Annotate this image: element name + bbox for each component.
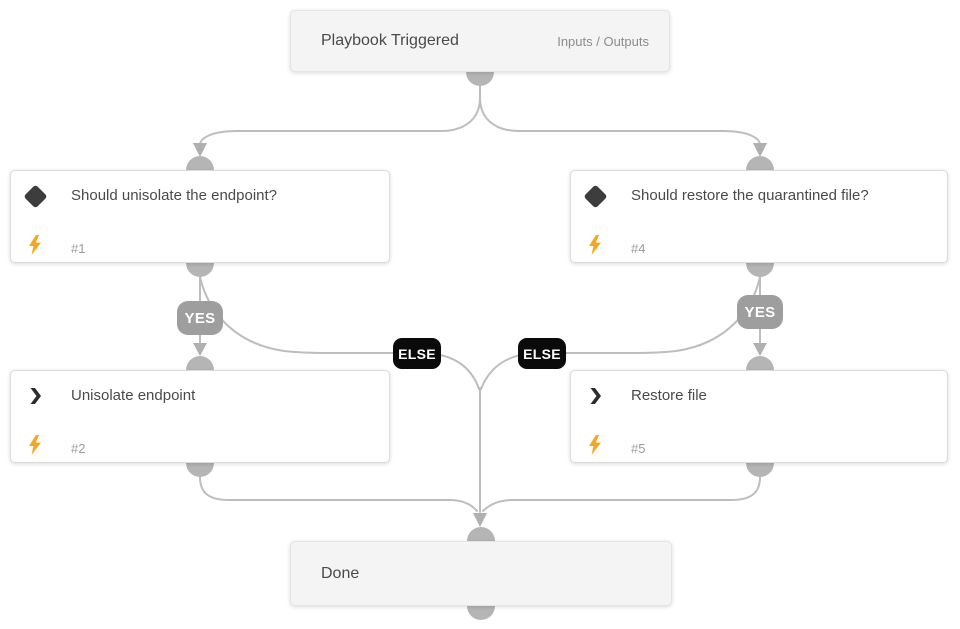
inputs-outputs-label[interactable]: Inputs / Outputs bbox=[557, 33, 649, 49]
done-node[interactable]: Done bbox=[290, 541, 672, 606]
edge-action-right-to-done[interactable] bbox=[482, 476, 761, 512]
node-title: Should unisolate the endpoint? bbox=[71, 187, 278, 204]
ports bbox=[186, 58, 774, 620]
arrowhead-down-icon bbox=[193, 143, 207, 157]
action-ref-row: #5 bbox=[583, 433, 645, 457]
node-title: Restore file bbox=[631, 387, 707, 404]
node-ref: #5 bbox=[631, 441, 646, 456]
arrowheads bbox=[193, 143, 767, 527]
node-ref: #2 bbox=[71, 441, 86, 456]
done-title: Done bbox=[321, 564, 360, 582]
else-badge-right[interactable]: ELSE bbox=[518, 338, 566, 369]
node-title: Should restore the quarantined file? bbox=[631, 187, 869, 204]
arrowhead-down-icon bbox=[473, 513, 487, 527]
action-node-restore[interactable]: Restore file #5 bbox=[570, 370, 948, 463]
trigger-title: Playbook Triggered bbox=[321, 32, 459, 49]
lightning-bolt-icon bbox=[23, 435, 47, 455]
action-node-unisolate[interactable]: Unisolate endpoint #2 bbox=[10, 370, 390, 463]
decision-node-restore[interactable]: Should restore the quarantined file? #4 bbox=[570, 170, 948, 263]
edge-trigger-to-left-decision[interactable] bbox=[199, 85, 481, 146]
lightning-bolt-icon bbox=[583, 235, 607, 255]
decision-title-row: Should restore the quarantined file? bbox=[582, 184, 933, 209]
lightning-bolt-icon bbox=[583, 435, 607, 455]
action-title-row: Unisolate endpoint bbox=[23, 384, 375, 407]
decision-ref-row: #4 bbox=[583, 233, 645, 257]
decision-node-unisolate[interactable]: Should unisolate the endpoint? #1 bbox=[10, 170, 390, 263]
arrowhead-down-icon bbox=[753, 343, 767, 356]
chevron-right-icon bbox=[583, 384, 607, 405]
decision-ref-row: #1 bbox=[23, 233, 85, 257]
decision-title-row: Should unisolate the endpoint? bbox=[22, 184, 375, 209]
yes-badge-left[interactable]: YES bbox=[177, 301, 223, 335]
chevron-right-icon bbox=[23, 384, 47, 405]
node-ref: #4 bbox=[631, 241, 646, 256]
action-title-row: Restore file bbox=[583, 384, 933, 407]
else-badge-left[interactable]: ELSE bbox=[393, 338, 441, 369]
node-ref: #1 bbox=[71, 241, 86, 256]
trigger-node[interactable]: Playbook Triggered Inputs / Outputs bbox=[290, 10, 670, 72]
edge-trigger-to-right-decision[interactable] bbox=[479, 97, 761, 146]
edge-action-left-to-done[interactable] bbox=[199, 476, 478, 512]
diamond-icon bbox=[22, 184, 48, 209]
arrowhead-down-icon bbox=[753, 143, 767, 157]
diamond-icon bbox=[582, 184, 608, 209]
node-title: Unisolate endpoint bbox=[71, 387, 196, 404]
arrowhead-down-icon bbox=[193, 343, 207, 356]
lightning-bolt-icon bbox=[23, 235, 47, 255]
yes-badge-right[interactable]: YES bbox=[737, 295, 783, 329]
action-ref-row: #2 bbox=[23, 433, 85, 457]
